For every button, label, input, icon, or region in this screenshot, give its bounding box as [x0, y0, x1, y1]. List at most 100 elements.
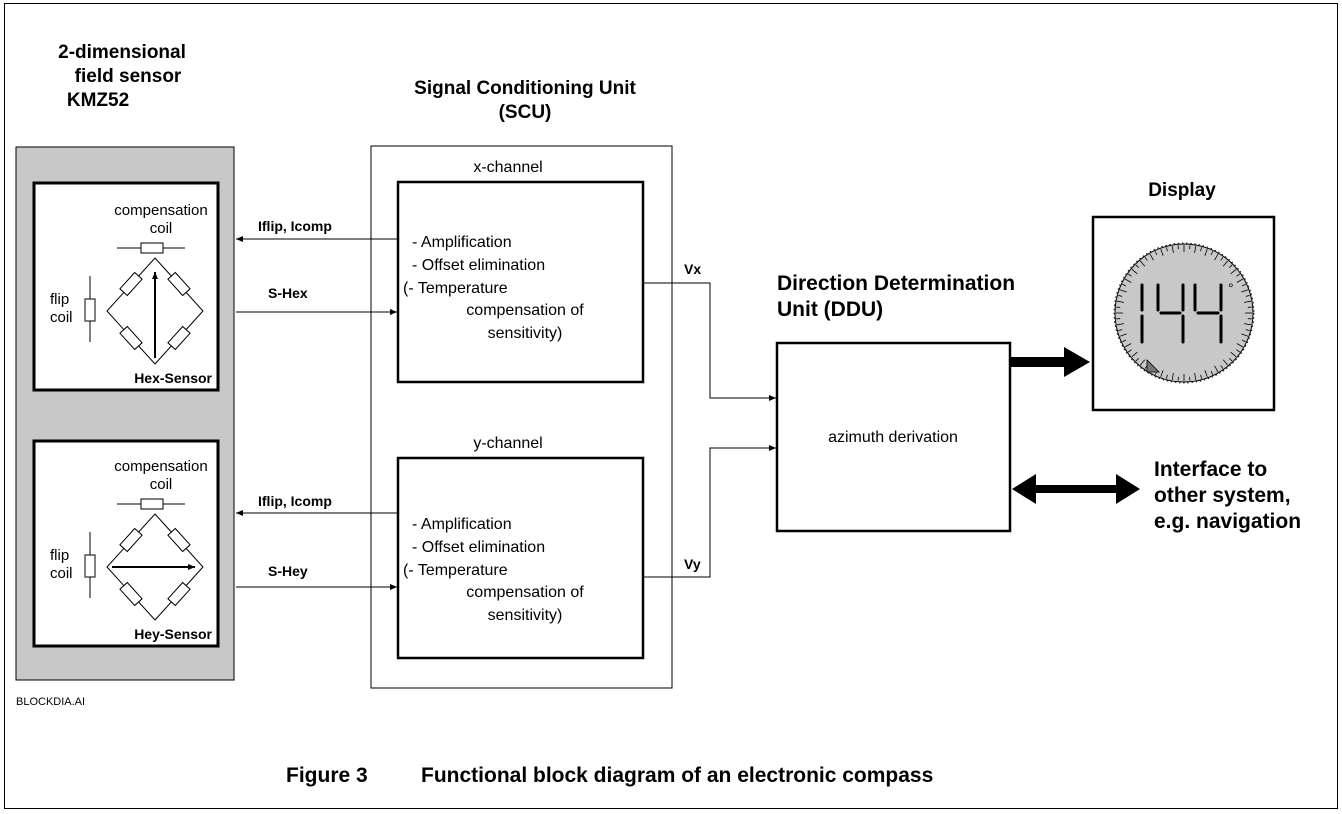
hey-sensor-label: Hey-Sensor: [134, 626, 212, 642]
compass-tick: [1124, 343, 1132, 348]
compass-tick: [1135, 264, 1140, 269]
y-channel-line2: - Offset elimination: [412, 539, 545, 556]
compass-tick: [1131, 268, 1138, 275]
compass-tick: [1149, 253, 1154, 261]
file-label: BLOCKDIA.AI: [16, 696, 85, 708]
y-channel-block: y-channel - Amplification - Offset elimi…: [396, 435, 645, 660]
x-channel-line2: - Offset elimination: [412, 257, 545, 274]
iflip-y-label: Iflip, Icomp: [258, 493, 332, 509]
compass-tick: [1194, 373, 1197, 381]
x-channel-line4: compensation of: [466, 302, 584, 319]
shex-label: S-Hex: [268, 285, 308, 301]
compass-tick: [1139, 260, 1146, 267]
hex-sensor-label: Hex-Sensor: [134, 370, 212, 386]
hey-flip-coil-icon: [84, 532, 96, 598]
compass-display: °: [1091, 215, 1276, 412]
compass-tick: [1200, 374, 1202, 379]
compass-tick: [1241, 289, 1249, 293]
compass-tick: [1116, 323, 1124, 326]
compass-tick: [1244, 323, 1252, 326]
compass-tick: [1241, 333, 1249, 337]
compass-tick: [1122, 339, 1127, 343]
iflip-x-label: Iflip, Icomp: [258, 218, 332, 234]
sensor-title: 2-dimensional field sensor KMZ52: [58, 42, 186, 111]
sensor-title-line3: KMZ52: [67, 90, 129, 111]
direction-indicator-icon: [1146, 359, 1160, 373]
compass-tick: [1236, 278, 1244, 283]
y-channel-line5: sensitivity): [488, 607, 563, 624]
compass-tick: [1166, 247, 1168, 252]
scu-title-line2: (SCU): [499, 102, 552, 123]
hex-flip-label: flip: [50, 291, 69, 308]
compass-tick: [1119, 289, 1127, 293]
scu-title-line1: Signal Conditioning Unit: [414, 78, 636, 99]
compass-tick: [1119, 333, 1127, 337]
compass-tick: [1245, 295, 1250, 297]
vx-label: Vx: [684, 261, 701, 277]
y-channel-line1: - Amplification: [412, 516, 512, 533]
compass-tick: [1228, 357, 1233, 362]
interface-label: Interface to other system, e.g. navigati…: [1154, 458, 1301, 533]
hex-flip-coil-label: coil: [50, 309, 73, 326]
compass-tick: [1154, 251, 1158, 256]
figure-caption: Figure 3 Functional block diagram of an …: [286, 764, 933, 787]
compass-tick: [1160, 370, 1164, 378]
interface-line3: e.g. navigation: [1154, 510, 1301, 533]
compass-tick: [1118, 295, 1123, 297]
x-channel-label: x-channel: [473, 159, 542, 176]
x-channel-line1: - Amplification: [412, 234, 512, 251]
compass-tick: [1122, 283, 1127, 287]
compass-tick: [1241, 283, 1246, 287]
compass-tick: [1214, 253, 1219, 261]
hex-compensation-coil-icon: [117, 242, 185, 254]
compass-tick: [1230, 351, 1237, 358]
hey-bridge-icon: [106, 513, 204, 621]
compass-tick: [1160, 248, 1164, 256]
interface-line2: other system,: [1154, 484, 1291, 507]
compass-tick: [1220, 257, 1224, 261]
ddu-block: azimuth derivation: [775, 341, 1012, 533]
hey-compensation-label: compensation: [114, 458, 207, 475]
figure-caption-text: Functional block diagram of an electroni…: [421, 764, 933, 787]
compass-tick: [1171, 245, 1174, 253]
shex-arrow: S-Hex: [236, 285, 397, 315]
interface-line1: Interface to: [1154, 458, 1267, 481]
hex-sensor: compensation coil flip coil Hex-Sensor: [32, 181, 220, 392]
digit-readout: [1140, 283, 1223, 344]
compass-tick: [1222, 359, 1229, 366]
compass-tick: [1222, 260, 1229, 267]
scu-title: Signal Conditioning Unit (SCU): [414, 78, 636, 123]
compass-tick: [1230, 268, 1237, 275]
vy-label: Vy: [684, 556, 701, 572]
display-title: Display: [1148, 180, 1216, 201]
compass-tick: [1244, 300, 1252, 303]
display-output-arrow: [1010, 347, 1090, 377]
degree-symbol: °: [1228, 280, 1234, 296]
compass-tick: [1245, 329, 1250, 331]
x-channel-block: x-channel - Amplification - Offset elimi…: [396, 159, 645, 384]
hex-coil-label: coil: [150, 220, 173, 237]
compass-tick: [1135, 357, 1140, 362]
ddu-box-label: azimuth derivation: [828, 429, 958, 446]
iflip-x-arrow: Iflip, Icomp: [236, 218, 398, 242]
hex-bridge-icon: [106, 257, 204, 365]
compass-tick: [1236, 343, 1244, 348]
shey-arrow: S-Hey: [236, 563, 397, 590]
sensor-title-line2: field sensor: [75, 66, 182, 87]
hey-flip-label: flip: [50, 547, 69, 564]
compass-tick: [1144, 257, 1148, 261]
hex-flip-coil-icon: [84, 276, 96, 342]
compass-tick: [1214, 365, 1219, 373]
compass-tick: [1210, 370, 1214, 375]
compass-tick: [1166, 374, 1168, 379]
hey-compensation-coil-icon: [117, 498, 185, 510]
hey-sensor: compensation coil flip coil Hey-Sensor: [32, 439, 220, 648]
ddu-title-line1: Direction Determination: [777, 272, 1015, 295]
vy-connector: Vy: [643, 445, 776, 578]
compass-tick: [1200, 247, 1202, 252]
y-channel-line4: compensation of: [466, 584, 584, 601]
compass-tick: [1128, 349, 1132, 353]
compass-tick: [1204, 248, 1208, 256]
vx-connector: Vx: [643, 261, 776, 401]
